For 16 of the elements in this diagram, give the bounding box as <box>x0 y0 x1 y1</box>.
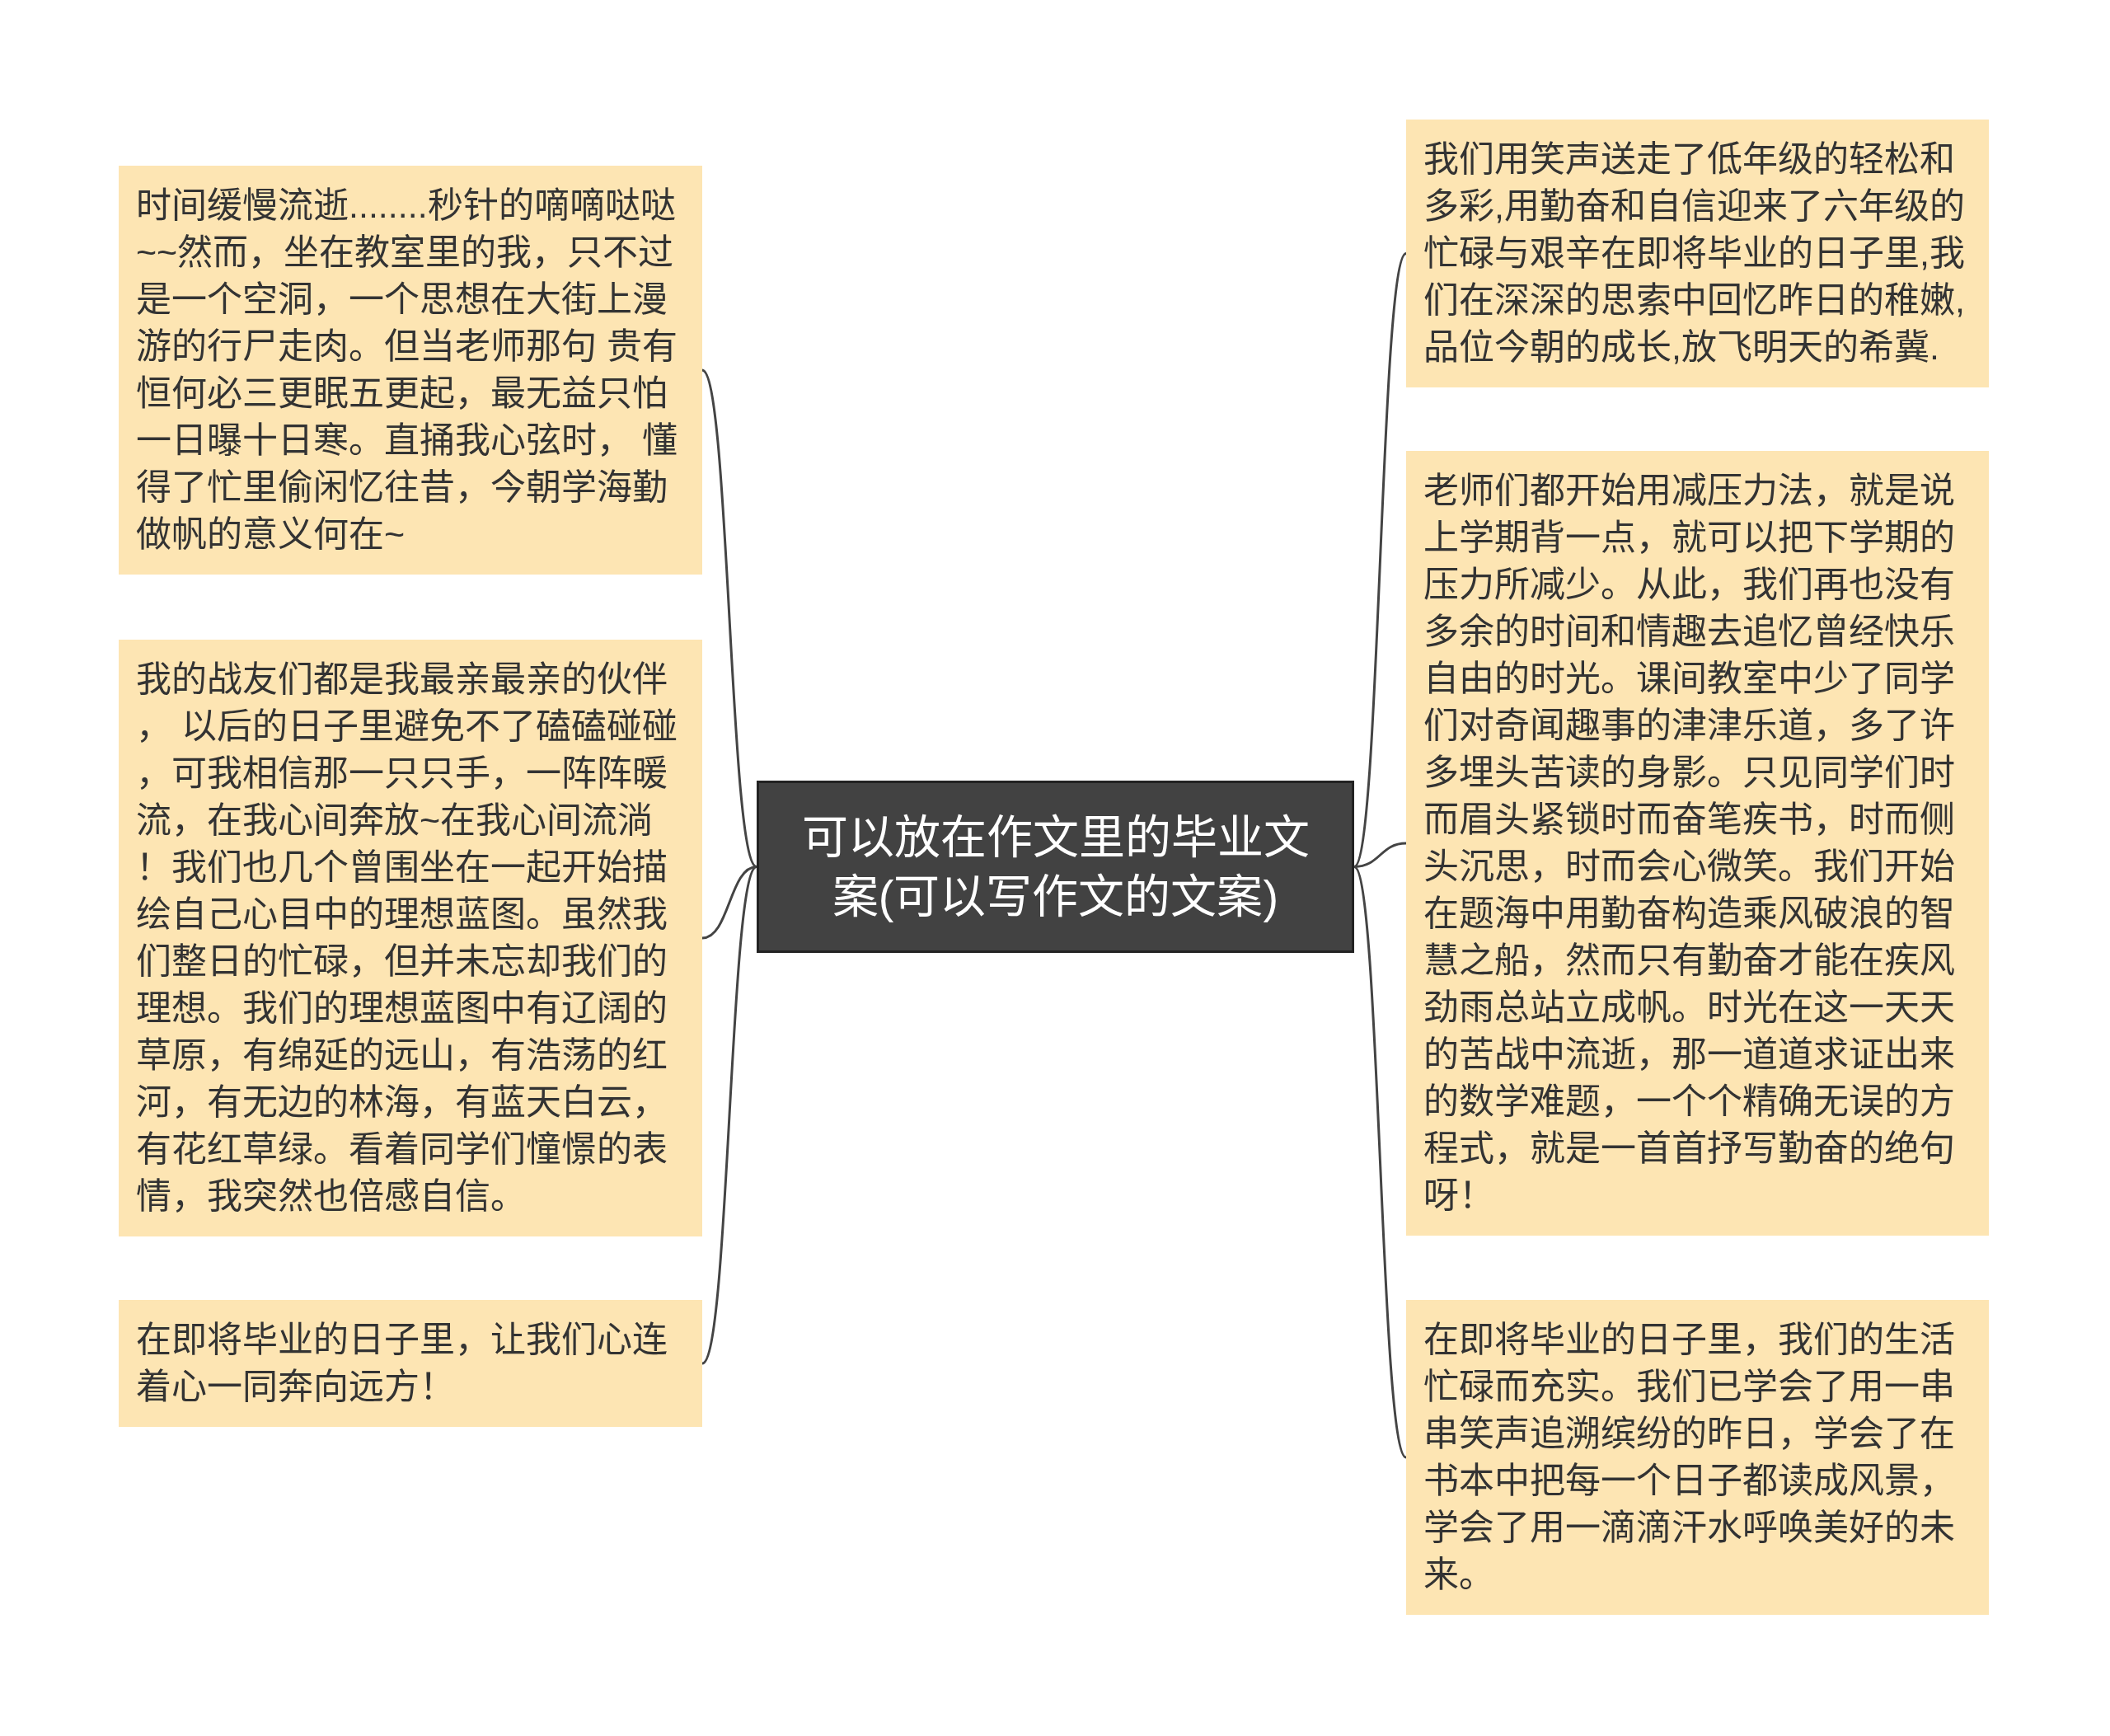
note-card <box>1406 1300 1989 1615</box>
connector-line <box>1353 866 1408 1458</box>
note-text: 老师们都开始用减压力法，就是说上学期背一点，就可以把下学期的压力所减少。从此，我们再也没有多余的时间和情趣去追忆曾经快乐自由的时光。课间教室中少了同学们对奇闻趣事的津津乐道，多了许多埋头苦读的身影。只见同学们时而眉头紧锁时而奋笔疾书，时而侧头沉思，时而会心微笑。我们开始在题海中用勤奋构造乘风破浪的智慧之船，然而只有勤奋才能在疾风劲雨总站立成帆。时光在这一天天的苦战中流逝，那一道道求证出来的数学难题，一个个精确无误的方程式，就是一首首抒写勤奋的绝句呀！ <box>1423 470 1956 1217</box>
note-text: 在即将毕业的日子里，让我们心连着心一同奔向远方！ <box>136 1319 668 1408</box>
note-card <box>119 166 702 575</box>
connector-line <box>1353 252 1408 868</box>
note-text: 我们用笑声送走了低年级的轻松和多彩,用勤奋和自信迎来了六年级的忙碌与艰辛在即将毕业的日子里,我们在深深的思索中回忆昨日的稚嫩,品位今朝的成长,放飞明天的希冀. <box>1423 138 1966 368</box>
connector-line <box>701 866 757 940</box>
topic-title: 可以放在作文里的毕业文案(可以写作文的文案) <box>800 809 1311 924</box>
note-text: 我的战友们都是我最亲最亲的伙伴， 以后的日子里避免不了磕磕碰碰，可我相信那一只只手，一阵阵暖流，在我心间奔放~在我心间流淌！我们也几个曾围坐在一起开始描绘自己心目中的理想蓝图。虽然我们整日的忙碌，但并未忘却我们的理想。我们的理想蓝图中有辽阔的草原，有绵延的远山，有浩荡的红河，有无边的林海，有蓝天白云，有花红草绿。看着同学们憧憬的表情，我突然也倍感自信。 <box>136 659 678 1218</box>
note-text: 在即将毕业的日子里，我们的生活忙碌而充实。我们已学会了用一串串笑声追溯缤纷的昨日，学会了在书本中把每一个日子都读成风景，学会了用一滴滴汗水呼唤美好的未来。 <box>1423 1319 1956 1596</box>
central-topic-card <box>757 781 1354 953</box>
connector-line <box>1353 842 1407 868</box>
note-card <box>1406 120 1989 387</box>
note-card <box>119 1300 702 1427</box>
note-text: 时间缓慢流逝........秒针的嘀嘀哒哒~~然而，坐在教室里的我，只不过是一个空洞，一个思想在大街上漫游的行尸走肉。但当老师那句 贵有恒何必三更眠五更起，最无益只怕一日曝十日寒。直捅我心弦时， 懂得了忙里偷闲忆往昔，今朝学海勤做帆的意义何在~ <box>136 185 678 556</box>
